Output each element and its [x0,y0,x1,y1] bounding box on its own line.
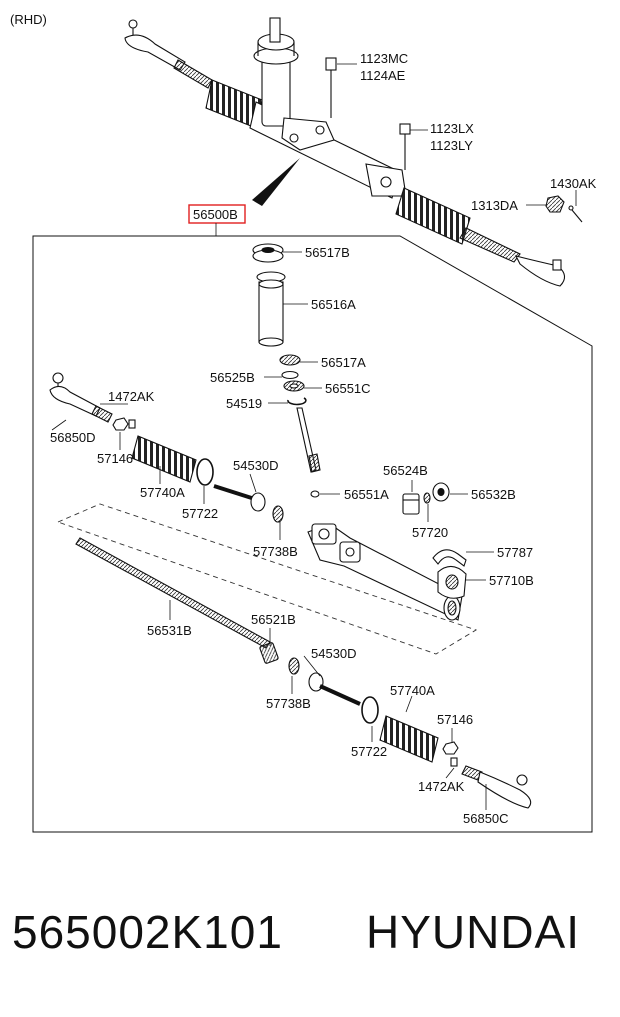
label-1472AK-bottom: 1472AK [418,779,465,794]
exploded-leader-lines [51,251,494,810]
label-56532B: 56532B [471,487,516,502]
label-57738B-bottom: 57738B [266,696,311,711]
label-57740A-right: 57740A [390,683,435,698]
label-56850D: 56850D [50,430,96,445]
variant-label: (RHD) [10,12,47,27]
label-1472AK-top: 1472AK [108,389,155,404]
label-54530D-bottom: 54530D [311,646,357,661]
label-1313DA: 1313DA [471,198,518,213]
part-number: 565002K101 [12,906,283,958]
brand-name: HYUNDAI [366,906,581,958]
assembly-label-box[interactable] [188,204,246,224]
label-1430AK: 1430AK [550,176,597,191]
exploded-view-frame [32,235,593,833]
label-57722-bottom: 57722 [351,744,387,759]
label-56531B: 56531B [147,623,192,638]
label-56525B: 56525B [210,370,255,385]
label-54519: 54519 [226,396,262,411]
label-57710B: 57710B [489,573,534,588]
label-57146-left: 57146 [97,451,133,466]
label-56850C: 56850C [463,811,509,826]
label-57722-top: 57722 [182,506,218,521]
label-1123LX: 1123LX [430,121,474,136]
parts-diagram: (RHD) [10,12,597,833]
label-1123MC: 1123MC [360,51,408,66]
label-56551C: 56551C [325,381,371,396]
dashed-guide [56,503,478,655]
label-57740A-left: 57740A [140,485,185,500]
label-56517A: 56517A [321,355,366,370]
label-56517B: 56517B [305,245,350,260]
label-1123LY: 1123LY [430,138,473,153]
label-56524B: 56524B [383,463,428,478]
top-rack-assembly [124,17,583,287]
label-56521B: 56521B [251,612,296,627]
exploded-parts [49,243,532,809]
label-56551A: 56551A [344,487,389,502]
label-54530D-top: 54530D [233,458,279,473]
top-leader-lines [337,63,577,206]
label-57738B-top: 57738B [253,544,298,559]
label-57720: 57720 [412,525,448,540]
label-56516A: 56516A [311,297,356,312]
label-1124AE: 1124AE [360,68,406,83]
assembly-pointer-arrow [252,158,300,206]
assembly-label: 56500B [193,207,238,222]
label-57146-right: 57146 [437,712,473,727]
label-57787: 57787 [497,545,533,560]
